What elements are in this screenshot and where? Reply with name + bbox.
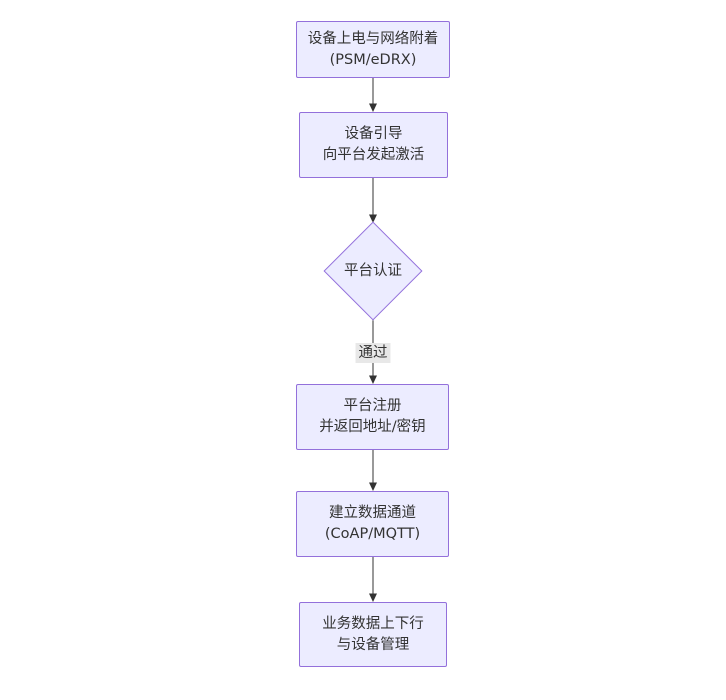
node-boot-line1: 设备引导 [344, 126, 403, 142]
node-register-line1: 平台注册 [343, 398, 402, 414]
node-platform-register: 平台注册 并返回地址/密钥 [296, 384, 449, 450]
arrowhead-register-channel [369, 482, 377, 491]
node-power-network-attach: 设备上电与网络附着 (PSM/eDRX) [296, 21, 450, 78]
arrowhead-boot-auth [369, 214, 377, 223]
node-power-line1: 设备上电与网络附着 [307, 30, 439, 47]
node-register-line2: 并返回地址/密钥 [319, 419, 426, 435]
node-platform-auth-label: 平台认证 [344, 263, 402, 279]
node-device-bootstrap: 设备引导 向平台发起激活 [299, 112, 448, 178]
node-boot-line2: 向平台发起激活 [322, 147, 425, 163]
node-business-data: 业务数据上下行 与设备管理 [299, 602, 447, 667]
arrowhead-channel-business [369, 593, 377, 602]
node-power-line2: (PSM/eDRX) [329, 51, 417, 68]
node-data-channel: 建立数据通道 (CoAP/MQTT) [296, 491, 449, 557]
node-business-line1: 业务数据上下行 [322, 615, 424, 632]
node-channel-line2: (CoAP/MQTT) [324, 526, 421, 542]
arrowhead-power-boot [369, 103, 377, 112]
arrowhead-auth-register [369, 375, 377, 384]
edge-label-pass: 通过 [355, 343, 391, 363]
node-business-line2: 与设备管理 [336, 636, 410, 653]
node-channel-line1: 建立数据通道 [329, 505, 416, 521]
